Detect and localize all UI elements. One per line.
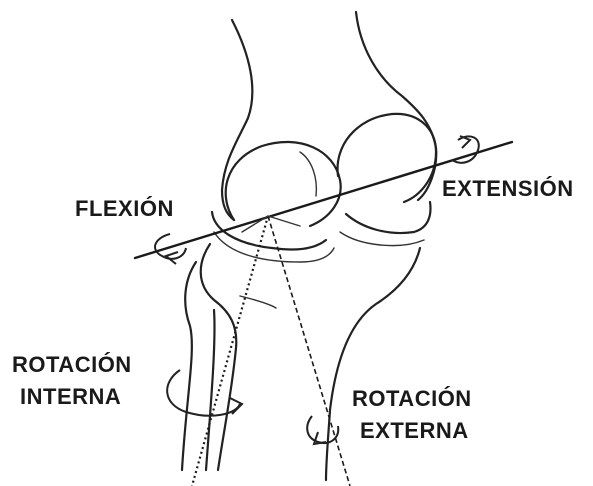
flexion-label: FLEXIÓN bbox=[75, 196, 174, 222]
internal-rotation-label-line1: ROTACIÓN bbox=[12, 352, 132, 378]
fibula-outline-left bbox=[182, 262, 196, 470]
extension-label: EXTENSIÓN bbox=[442, 176, 574, 202]
meniscus-medial bbox=[346, 202, 430, 233]
flexion-arrow-icon bbox=[155, 234, 186, 264]
tibial-tuberosity bbox=[240, 296, 276, 308]
meniscus-lower-medial bbox=[340, 232, 424, 246]
intercondylar-notch bbox=[300, 152, 316, 196]
femoral-condyle-medial bbox=[338, 114, 436, 202]
femur-outline-right bbox=[356, 12, 436, 200]
internal-rotation-label-line2: INTERNA bbox=[20, 384, 121, 410]
external-rotation-arrow-icon bbox=[307, 416, 338, 444]
tibia-outline-left bbox=[201, 244, 237, 470]
external-rotation-label-line2: EXTERNA bbox=[360, 418, 469, 444]
external-rotation-axis bbox=[268, 216, 350, 486]
external-rotation-label-line1: ROTACIÓN bbox=[352, 386, 472, 412]
fibula-outline-right bbox=[206, 310, 215, 470]
tibia-outline-right bbox=[326, 248, 420, 480]
